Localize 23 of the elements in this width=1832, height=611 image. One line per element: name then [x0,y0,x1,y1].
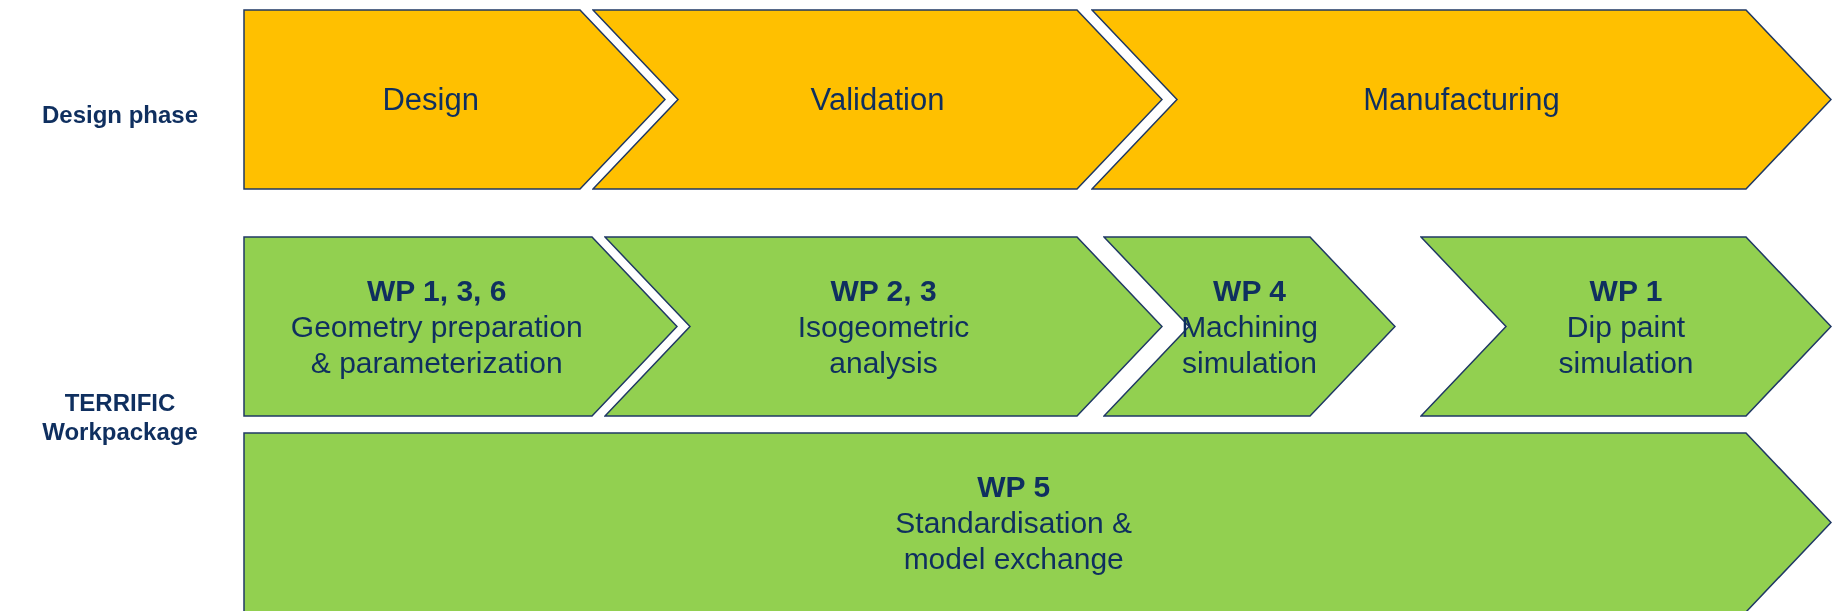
workpackage-banner [243,432,1832,611]
task-label: Geometry preparation & parameterization [289,308,584,381]
task-label: Dip paint simulation [1557,308,1695,381]
task-label: Standardisation & model exchange [894,504,1134,577]
stage-label: Design [382,81,479,118]
phase-banner [1091,9,1832,190]
task-label: Isogeometric analysis [796,308,971,381]
stage-label: Manufacturing [1363,81,1560,118]
workpackage-banner [1103,236,1396,417]
row-label: TERRIFIC Workpackage [41,388,199,446]
phase-banner [592,9,1163,190]
workpackage-number: WP 4 [1213,272,1286,309]
workpackage-number: WP 1 [1589,272,1663,309]
stage-label: Validation [810,81,945,118]
phase-banner [243,9,666,190]
workpackage-number: WP 5 [977,468,1051,505]
workpackage-banner [243,236,678,417]
workpackage-number: WP 1, 3, 6 [366,272,507,309]
workpackage-banner [1420,236,1832,417]
row-label: Design phase [40,100,199,129]
workpackage-banner [604,236,1163,417]
task-label: Machining simulation [1180,308,1319,381]
workpackage-number: WP 2, 3 [830,272,937,309]
